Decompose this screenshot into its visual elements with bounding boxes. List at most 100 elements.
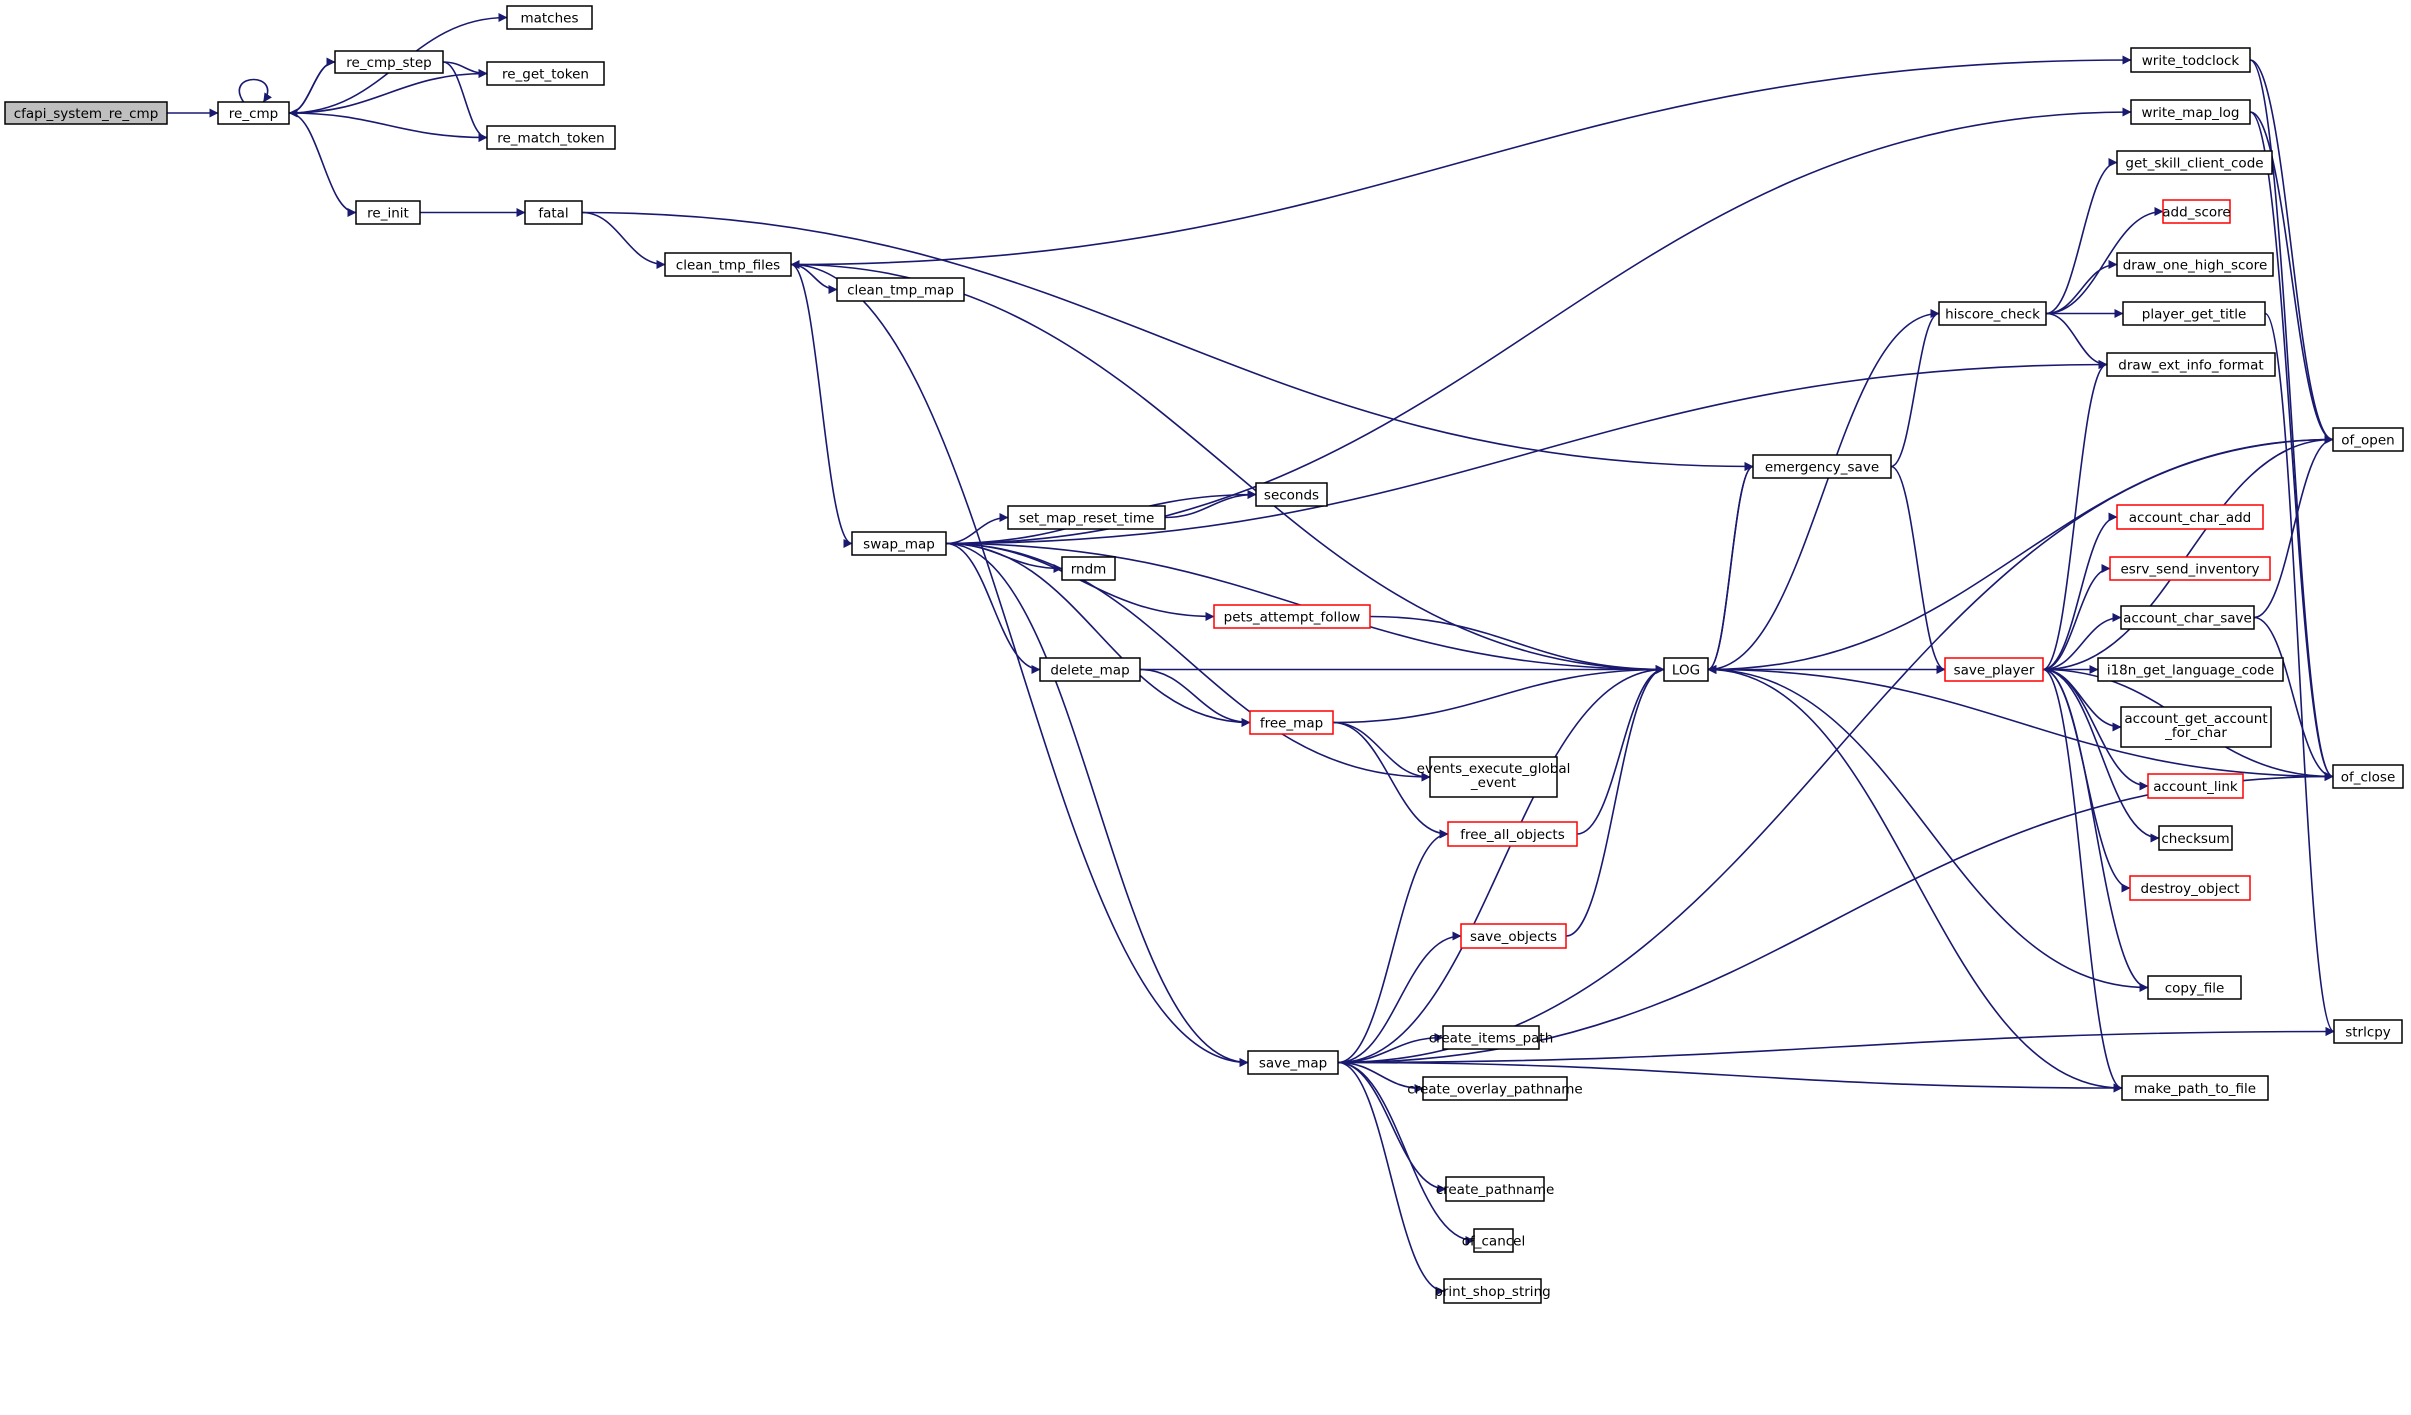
node-label: matches — [520, 11, 578, 27]
node-save-player[interactable]: save_player — [1944, 657, 2044, 682]
node-free-map[interactable]: free_map — [1249, 710, 1334, 735]
edge-hiscore-check-to-log — [1707, 312, 1940, 674]
node-cfapi-system-re-cmp[interactable]: cfapi_system_re_cmp — [4, 101, 168, 125]
node-label: re_cmp_step — [346, 55, 431, 71]
node-get-skill-client-code[interactable]: get_skill_client_code — [2116, 150, 2273, 175]
node-re-cmp-step[interactable]: re_cmp_step — [334, 50, 444, 74]
edge-save-map-to-of-close — [1337, 772, 2334, 1064]
node-re-match-token[interactable]: re_match_token — [486, 125, 616, 150]
edge-of-open-to-log — [1707, 438, 2334, 674]
edge-save-player-to-of-open — [2042, 435, 2334, 671]
node-copy-file[interactable]: copy_file — [2147, 975, 2242, 1000]
node-box — [1663, 657, 1709, 682]
node-box — [2121, 1075, 2269, 1101]
node-label: draw_one_high_score — [2123, 258, 2268, 274]
node-delete-map[interactable]: delete_map — [1039, 657, 1141, 682]
node-of-open[interactable]: of_open — [2332, 427, 2404, 452]
node-write-map-log[interactable]: write_map_log — [2130, 99, 2251, 125]
node-create-overlay-pathname[interactable]: create_overlay_pathname — [1407, 1076, 1583, 1101]
node-layer: cfapi_system_re_cmp re_cmp matches re_cmp_s… — [4, 5, 2404, 1304]
node-swap-map[interactable]: swap_map — [851, 531, 947, 556]
node-clean-tmp-map[interactable]: clean_tmp_map — [836, 277, 965, 302]
node-label: clean_tmp_files — [676, 258, 780, 274]
node-label: add_score — [2162, 205, 2230, 221]
node-pets-attempt-follow[interactable]: pets_attempt_follow — [1213, 604, 1371, 629]
node-save-objects[interactable]: save_objects — [1460, 923, 1567, 949]
node-checksum[interactable]: checksum — [2158, 825, 2233, 851]
edge-hiscore-check-to-draw-ext-info-format — [2045, 312, 2108, 369]
node-player-get-title[interactable]: player_get_title — [2122, 301, 2266, 326]
node-label: delete_map — [1050, 663, 1129, 679]
edge-save-map-to-free-all-objects — [1337, 829, 1449, 1064]
node-create-pathname[interactable]: create_pathname — [1436, 1176, 1555, 1202]
node-box — [1249, 710, 1334, 735]
edge-re-cmp-step-to-re-cmp — [288, 61, 336, 118]
node-re-init[interactable]: re_init — [355, 200, 421, 225]
node-add-score[interactable]: add_score — [2162, 199, 2231, 224]
edge-swap-map-to-draw-ext-info-format — [945, 360, 2108, 545]
node-i18n-get-language-code[interactable]: i18n_get_language_code — [2097, 657, 2284, 682]
node-draw-one-high-score[interactable]: draw_one_high_score — [2116, 252, 2274, 277]
node-emergency-save[interactable]: emergency_save — [1752, 454, 1892, 479]
node-box — [2333, 1019, 2403, 1044]
node-fatal[interactable]: fatal — [524, 200, 583, 225]
node-label: of_cancel — [1462, 1234, 1526, 1250]
node-label: fatal — [538, 206, 568, 222]
node-of-cancel[interactable]: of_cancel — [1462, 1228, 1526, 1253]
node-esrv-send-inventory[interactable]: esrv_send_inventory — [2109, 556, 2271, 581]
node-write-todclock[interactable]: write_todclock — [2130, 47, 2251, 73]
node-box — [2332, 764, 2404, 789]
edge-re-cmp-to-re-cmp — [238, 78, 272, 103]
node-label: re_cmp — [229, 106, 278, 122]
node-box — [836, 277, 965, 302]
node-set-map-reset-time[interactable]: set_map_reset_time — [1007, 505, 1166, 530]
node-box — [1247, 1050, 1339, 1075]
node-destroy-object[interactable]: destroy_object — [2129, 875, 2251, 901]
edge-set-map-reset-time-to-seconds — [1164, 490, 1257, 519]
node-rndm[interactable]: rndm — [1061, 556, 1116, 581]
edge-free-all-objects-to-log — [1576, 665, 1665, 835]
node-clean-tmp-files[interactable]: clean_tmp_files — [664, 252, 792, 277]
node-label: esrv_send_inventory — [2120, 562, 2259, 578]
edge-swap-map-to-save-map — [945, 542, 1249, 1067]
edge-clean-tmp-files-to-save-map — [790, 263, 1249, 1067]
node-matches[interactable]: matches — [506, 5, 593, 30]
edge-save-map-to-print-shop-string — [1337, 1061, 1445, 1296]
node-draw-ext-info-format[interactable]: draw_ext_info_format — [2106, 352, 2276, 377]
node-box — [334, 50, 444, 74]
edge-swap-map-to-write-map-log — [945, 107, 2132, 545]
node-log[interactable]: LOG — [1663, 657, 1709, 682]
node-account-char-save[interactable]: account_char_save — [2120, 605, 2255, 630]
edge-re-cmp-step-to-re-get-token — [442, 61, 488, 78]
node-events-execute-global-event[interactable]: events_execute_global_event — [1417, 756, 1571, 798]
node-create-items-path[interactable]: create_items_path — [1429, 1025, 1554, 1050]
edge-save-player-to-copy-file — [2042, 668, 2149, 992]
node-seconds[interactable]: seconds — [1255, 482, 1328, 507]
node-print-shop-string[interactable]: print_shop_string — [1434, 1278, 1551, 1304]
edge-emergency-save-to-hiscore-check — [1890, 309, 1940, 468]
node-free-all-objects[interactable]: free_all_objects — [1447, 821, 1578, 847]
node-box — [1442, 1025, 1540, 1050]
node-account-link[interactable]: account_link — [2147, 773, 2244, 799]
edge-save-map-to-of-cancel — [1337, 1061, 1475, 1245]
edge-save-map-to-save-objects — [1337, 931, 1462, 1064]
node-box — [2129, 875, 2251, 901]
node-box — [2158, 825, 2233, 851]
edge-copy-file-to-log — [1707, 665, 2149, 989]
node-label: i18n_get_language_code — [2107, 663, 2274, 679]
node-hiscore-check[interactable]: hiscore_check — [1938, 301, 2047, 326]
node-account-char-add[interactable]: account_char_add — [2116, 504, 2264, 530]
edge-save-player-to-checksum — [2042, 668, 2160, 843]
edge-swap-map-to-delete-map — [945, 542, 1041, 674]
node-account-get-account-for-char[interactable]: account_get_account_for_char — [2120, 706, 2272, 748]
node-strlcpy[interactable]: strlcpy — [2333, 1019, 2403, 1044]
node-re-get-token[interactable]: re_get_token — [486, 61, 605, 86]
node-of-close[interactable]: of_close — [2332, 764, 2404, 789]
node-box — [1422, 1076, 1568, 1101]
node-box — [1061, 556, 1116, 581]
edge-save-player-to-account-char-save — [2042, 613, 2122, 671]
node-box — [506, 5, 593, 30]
node-re-cmp[interactable]: re_cmp — [217, 101, 290, 125]
node-save-map[interactable]: save_map — [1247, 1050, 1339, 1075]
node-make-path-to-file[interactable]: make_path_to_file — [2121, 1075, 2269, 1101]
